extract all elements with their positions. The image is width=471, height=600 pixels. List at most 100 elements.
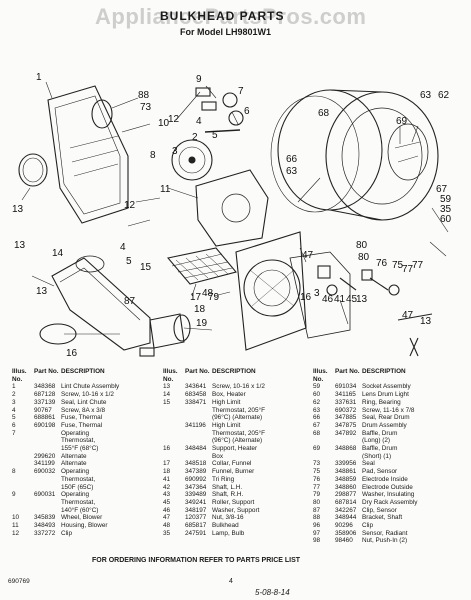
part-description: Lint Chute Assembly	[61, 383, 120, 391]
header-desc: DESCRIPTION	[362, 368, 406, 375]
part-description: (96°C) (Alternate)	[212, 437, 263, 445]
illus-number: 59	[313, 383, 321, 391]
callout: 4	[196, 116, 202, 127]
callout: 17	[190, 292, 202, 303]
callout: 77	[412, 260, 424, 271]
illus-number: 80	[313, 498, 321, 506]
date-stamp: 5-08-8-14	[255, 588, 290, 597]
callout-labels: 1 88 73 10 12 9 7 6 4 5 3 8 2 11 13 13 1…	[12, 72, 452, 358]
part-number: 90296	[335, 522, 353, 530]
part-description: Alternate	[61, 460, 87, 468]
callout: 68	[318, 108, 330, 119]
table-header: Illus. No. Part No. DESCRIPTION	[12, 368, 161, 383]
illus-number: 12	[12, 529, 20, 537]
lint-chute-panel	[47, 85, 129, 224]
part-number: 348860	[335, 483, 357, 491]
part-description: Thermostat,	[61, 437, 96, 445]
part-number: 348197	[185, 506, 207, 514]
part-description: Shaft, L.H.	[212, 483, 243, 491]
lint-chute-opening	[91, 99, 113, 129]
illus-number	[163, 437, 185, 445]
header-desc: DESCRIPTION	[61, 368, 105, 375]
illus-number	[12, 445, 34, 453]
illus-number: 97	[313, 529, 321, 537]
illus-number: 73	[313, 460, 321, 468]
illus-number: 42	[163, 483, 171, 491]
illus-number: 9	[12, 491, 16, 499]
callout: 7	[238, 86, 244, 97]
illus-number: 3	[12, 398, 16, 406]
part-description: Housing, Blower	[61, 522, 108, 530]
part-description: Washer, Insulating	[362, 491, 415, 499]
table-row: Thermostat, 205°F	[163, 407, 312, 415]
dry-rack	[166, 247, 237, 285]
part-number: 348518	[185, 460, 207, 468]
part-description: Clip	[362, 522, 374, 530]
callout: 47	[402, 310, 414, 321]
part-number	[34, 484, 61, 492]
part-number	[34, 437, 61, 445]
callout: 47	[302, 250, 314, 261]
illus-number: 15	[163, 398, 171, 406]
illus-number	[163, 407, 185, 415]
callout: 1	[36, 72, 42, 83]
callout: 13	[14, 240, 26, 251]
part-number: 691034	[335, 383, 357, 391]
part-number: 299620	[34, 452, 56, 460]
part-number	[185, 437, 212, 445]
table-header: Illus. No. Part No. DESCRIPTION	[313, 368, 462, 383]
callout: 18	[194, 304, 206, 315]
illus-number: 60	[313, 391, 321, 399]
part-number	[34, 476, 61, 484]
illus-number: 14	[163, 391, 171, 399]
part-number: 341199	[34, 460, 55, 468]
part-description: Lens Drum Light	[362, 391, 409, 399]
callout: 35	[440, 204, 452, 215]
callout: 13	[12, 204, 24, 215]
document-code: 690769	[8, 578, 30, 585]
part-number: 688861	[34, 414, 56, 422]
callout: 80	[358, 252, 370, 263]
callout: 46	[322, 294, 334, 305]
table-row: (96°C) (Alternate)	[163, 414, 312, 422]
part-description: Screw, 11-16 x 7/8	[362, 406, 415, 414]
part-number: 341165	[335, 391, 356, 399]
header-illus: Illus. No.	[313, 368, 328, 383]
part-description: Collar, Funnel	[212, 460, 252, 468]
illus-number: 8	[12, 468, 16, 476]
table-header: Illus. No. Part No. DESCRIPTION	[163, 368, 312, 383]
part-description: Bracket, Shaft	[362, 514, 403, 522]
part-description: Thermostat, 205°F	[212, 406, 265, 414]
part-description: Roller, Support	[212, 498, 255, 506]
illus-number: 67	[313, 421, 321, 429]
part-description: Electrode Inside	[362, 475, 408, 483]
table-row: Thermostat,	[12, 499, 161, 507]
part-number: 690372	[335, 406, 357, 414]
page-title: BULKHEAD PARTS	[160, 9, 285, 23]
illus-number	[163, 430, 185, 438]
part-number: 690031	[34, 491, 56, 499]
callout: 16	[66, 348, 78, 358]
part-description: Pad, Sensor	[362, 468, 398, 476]
